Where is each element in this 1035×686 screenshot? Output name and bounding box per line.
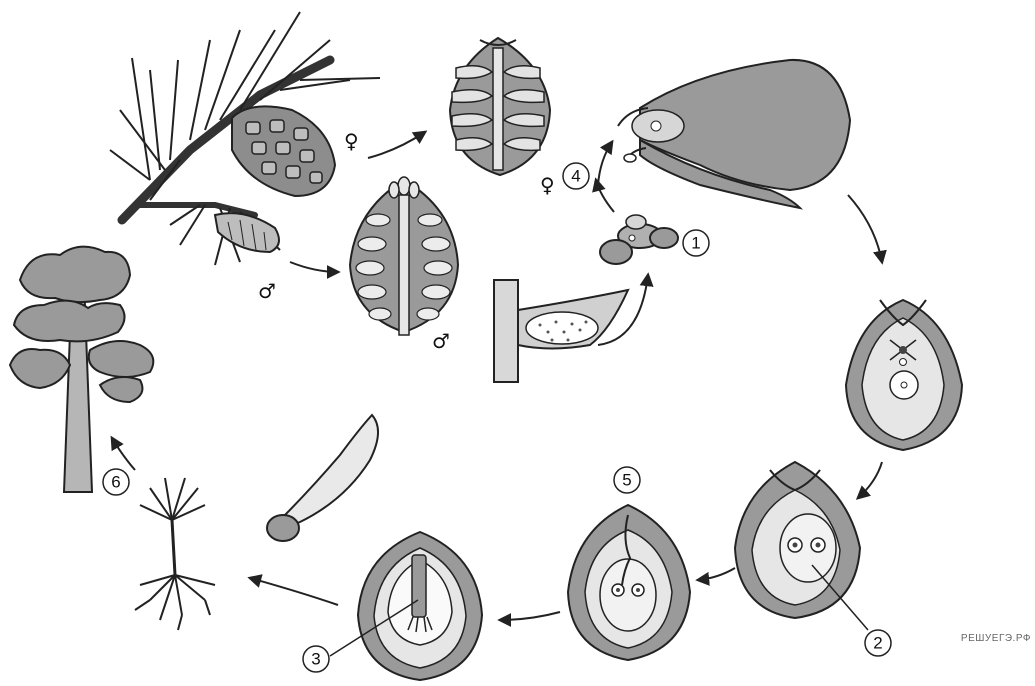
- arrow-section3-to-seedling: [250, 578, 338, 605]
- ovule-scale: [618, 60, 850, 208]
- microsporophyll: [494, 280, 628, 382]
- label-5: 5: [614, 467, 640, 493]
- arrow-4-to-ovule: [598, 142, 612, 185]
- female-symbol-branch: ♀: [344, 129, 359, 153]
- svg-text:2: 2: [873, 634, 882, 653]
- label-2: 2: [865, 630, 891, 656]
- female-symbol-4: ♀: [540, 173, 555, 197]
- svg-text:1: 1: [691, 234, 700, 253]
- arrow-section1-to-section2: [858, 462, 882, 498]
- arrow-branch-to-female-cone: [368, 132, 425, 158]
- arrow-seedling-to-tree: [112, 438, 135, 470]
- label-3: 3: [303, 646, 329, 672]
- female-cone-section: [450, 38, 550, 175]
- label-1: 1: [683, 230, 709, 256]
- male-symbol-branch: ♂: [258, 279, 276, 303]
- winged-seed: [267, 415, 378, 541]
- ovule-section-5: [568, 505, 690, 660]
- arrow-section2-to-section5: [698, 568, 735, 580]
- male-cone-section: [350, 177, 458, 335]
- male-symbol-cone: ♂: [432, 329, 450, 353]
- label-4: 4: [563, 163, 589, 189]
- svg-text:3: 3: [311, 650, 320, 669]
- arrow-section5-to-section3: [500, 612, 560, 620]
- male-cones-on-branch: [215, 213, 279, 252]
- ovule-section-fertilization: [846, 300, 962, 450]
- svg-text:5: 5: [622, 471, 631, 490]
- pollen-grain: [600, 215, 678, 264]
- label-6: 6: [103, 469, 129, 495]
- ovule-section-2: [735, 462, 868, 630]
- seed-embryo-section: [330, 532, 482, 680]
- arrow-branch-to-male-cone: [290, 262, 338, 272]
- female-cone-on-branch: [232, 106, 335, 196]
- pine-tree: [10, 247, 153, 492]
- watermark: РЕШУЕГЭ.РФ: [961, 633, 1031, 644]
- arrow-ovule-to-section1: [848, 195, 882, 262]
- svg-text:6: 6: [111, 473, 120, 492]
- seedling: [135, 478, 215, 630]
- svg-text:4: 4: [571, 167, 580, 186]
